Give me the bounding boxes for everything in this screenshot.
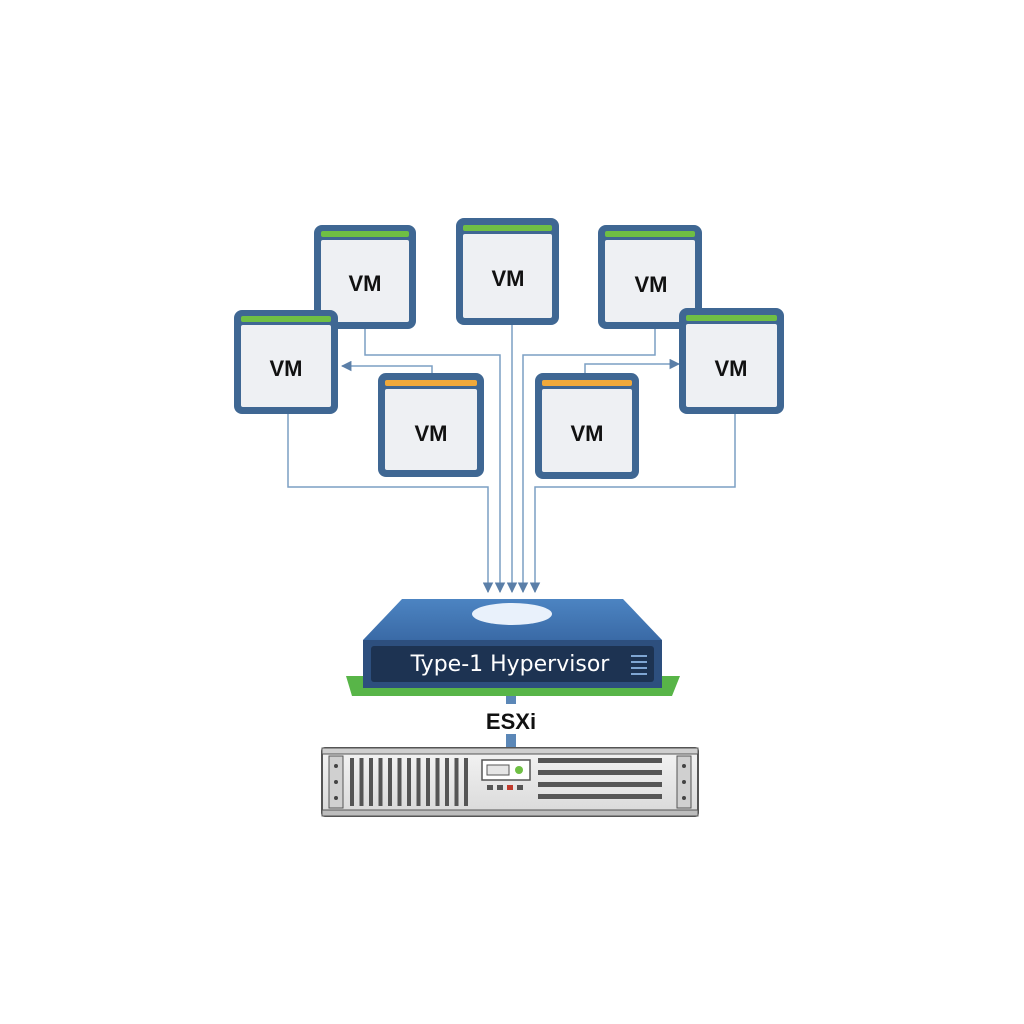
server-display-icon	[486, 764, 510, 776]
hypervisor-block: Type-1 Hypervisor	[346, 599, 680, 696]
server-vent-slot	[416, 758, 421, 806]
connector-vm-top-left	[364, 320, 506, 594]
server-rack-screws	[334, 764, 686, 800]
vm-titlebar-green	[241, 316, 331, 322]
server-vent-slot	[435, 758, 440, 806]
vm-label: VM	[415, 421, 448, 446]
connector-inner-left-to-left-vm	[340, 360, 433, 373]
vm-window: VM	[456, 218, 559, 325]
server-drive-bay-icon	[350, 758, 468, 806]
connector-vm-left-mid	[287, 412, 494, 594]
esxi-label-background	[476, 704, 548, 734]
hypervisor-top-highlight	[472, 603, 552, 625]
server-vent-slot	[369, 758, 373, 806]
connector-inner-right-to-right-vm	[584, 358, 681, 375]
hypervisor-label: Type-1 Hypervisor	[410, 652, 611, 677]
vm-window: VM	[378, 373, 484, 477]
server-vent-slot	[426, 758, 430, 806]
server-vent-slot	[445, 758, 449, 806]
vm-label: VM	[349, 271, 382, 296]
server-icon	[321, 747, 699, 817]
vm-titlebar-green	[686, 315, 777, 321]
connector-lines	[287, 320, 736, 594]
server-vent-slot	[407, 758, 411, 806]
server-vent-slot	[388, 758, 392, 806]
server-vent-slot	[464, 758, 468, 806]
vm-label: VM	[635, 272, 668, 297]
server-buttons-icon	[487, 785, 523, 790]
hypervisor-vent-icon	[631, 655, 647, 675]
vm-label: VM	[270, 356, 303, 381]
vm-window: VM	[679, 308, 784, 414]
server-vent-slot	[397, 758, 402, 806]
vm-titlebar-orange	[385, 380, 477, 386]
vm-label: VM	[492, 266, 525, 291]
server-status-led-icon	[515, 766, 523, 774]
connector-vm-right-mid	[529, 412, 736, 594]
vm-titlebar-green	[605, 231, 695, 237]
vm-titlebar-green	[463, 225, 552, 231]
vm-titlebar-green	[321, 231, 409, 237]
hypervisor-label-panel	[371, 646, 654, 682]
vm-window: VM	[314, 225, 416, 329]
server-vent-slot	[359, 758, 364, 806]
server-vent-slot	[378, 758, 383, 806]
vm-titlebar-orange	[542, 380, 632, 386]
vm-label: VM	[715, 356, 748, 381]
server-slot-lines-icon	[538, 758, 662, 799]
server-vent-slot	[454, 758, 459, 806]
connector-vm-top-right	[517, 328, 656, 594]
vm-label: VM	[571, 421, 604, 446]
vm-window: VM	[535, 373, 639, 479]
esxi-label: ESXi	[486, 709, 536, 734]
server-vent-slot	[350, 758, 354, 806]
vm-window: VM	[234, 310, 338, 414]
vm-window: VM	[598, 225, 702, 329]
